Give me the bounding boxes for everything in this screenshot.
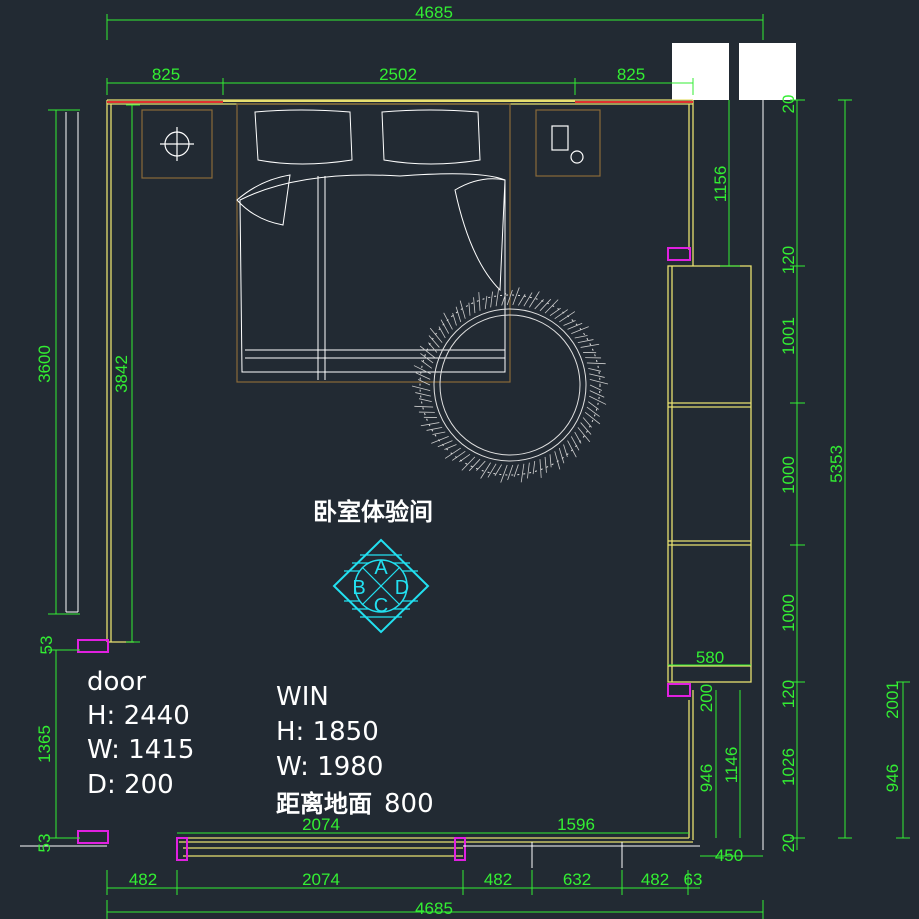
window-height: H: 1850 <box>276 717 379 747</box>
compass-label-a: A <box>374 557 388 579</box>
dim-bottom-2074: 2074 <box>302 870 340 889</box>
telephone-icon <box>551 125 584 164</box>
dim-right-120-a: 120 <box>779 246 798 274</box>
compass-label-b: B <box>352 577 365 599</box>
window-title: WIN <box>276 682 329 712</box>
top-total-dimension <box>106 14 764 40</box>
top-segment-dimension <box>106 78 694 95</box>
bed <box>141 103 601 383</box>
window-sill-label: 距离地面 <box>276 790 372 818</box>
right-dimensions <box>668 99 910 850</box>
lamp-icon <box>160 127 194 161</box>
dim-right-1026: 1026 <box>779 748 798 786</box>
door-width: W: 1415 <box>87 735 194 765</box>
round-rug <box>419 294 601 476</box>
dim-right-total: 5353 <box>827 445 846 483</box>
dim-top-left: 825 <box>152 65 180 84</box>
dim-right-1156: 1156 <box>711 166 730 203</box>
window-sill-value: 800 <box>384 789 434 819</box>
dim-wardrobe-580: 580 <box>696 648 724 667</box>
dim-bottom-total: 4685 <box>415 899 453 918</box>
room-label: 卧室体验间 <box>313 498 433 526</box>
wardrobe <box>667 265 752 683</box>
dim-right-bottom-20: 20 <box>779 834 798 853</box>
dim-left-outer: 3600 <box>35 345 54 383</box>
rug-fringe <box>411 287 609 483</box>
dim-right-1001: 1001 <box>779 317 798 355</box>
door-jambs <box>77 247 691 861</box>
dim-inside-2074: 2074 <box>302 815 340 834</box>
dim-right-1000-a: 1000 <box>779 456 798 494</box>
dim-far-right-2001: 2001 <box>883 681 902 719</box>
dim-far-right-946: 946 <box>883 764 902 792</box>
dim-right-946: 946 <box>697 764 716 792</box>
dim-inside-1596: 1596 <box>557 815 595 834</box>
dim-bottom-482-c: 482 <box>641 870 669 889</box>
window-width: W: 1980 <box>276 752 383 782</box>
left-dimensions <box>48 104 140 839</box>
column-block <box>739 43 796 100</box>
door-depth: D: 200 <box>87 770 174 800</box>
dim-right-1000-b: 1000 <box>779 594 798 632</box>
dim-top-mid: 2502 <box>379 65 417 84</box>
door-height: H: 2440 <box>87 701 190 731</box>
dim-left-small-bottom: 53 <box>35 834 54 853</box>
dim-left-small-top: 53 <box>37 636 56 655</box>
dim-top-right: 825 <box>617 65 645 84</box>
dim-right-120-b: 120 <box>779 680 798 708</box>
dim-bottom-632: 632 <box>563 870 591 889</box>
dim-bottom-482-b: 482 <box>484 870 512 889</box>
dim-right-200: 200 <box>697 684 716 712</box>
dim-bottom-482-a: 482 <box>129 870 157 889</box>
column-block <box>672 43 729 100</box>
compass-label-d: D <box>395 577 409 599</box>
left-wall-lines <box>65 112 79 613</box>
dim-left-lower: 1365 <box>35 725 54 763</box>
dim-right-top-20: 20 <box>779 95 798 114</box>
compass-symbol <box>332 538 430 634</box>
dim-bottom-450: 450 <box>715 846 743 865</box>
bed-linens <box>236 109 506 380</box>
bottom-wall-lines <box>20 842 700 868</box>
room-walls <box>106 99 694 857</box>
dim-bottom-63: 63 <box>684 870 703 889</box>
dim-right-1146: 1146 <box>722 747 741 784</box>
dim-top-total: 4685 <box>415 3 453 22</box>
dim-left-inner: 3842 <box>112 355 131 393</box>
door-title: door <box>87 667 146 697</box>
compass-label-c: C <box>374 595 388 617</box>
bottom-dimensions <box>106 832 764 919</box>
